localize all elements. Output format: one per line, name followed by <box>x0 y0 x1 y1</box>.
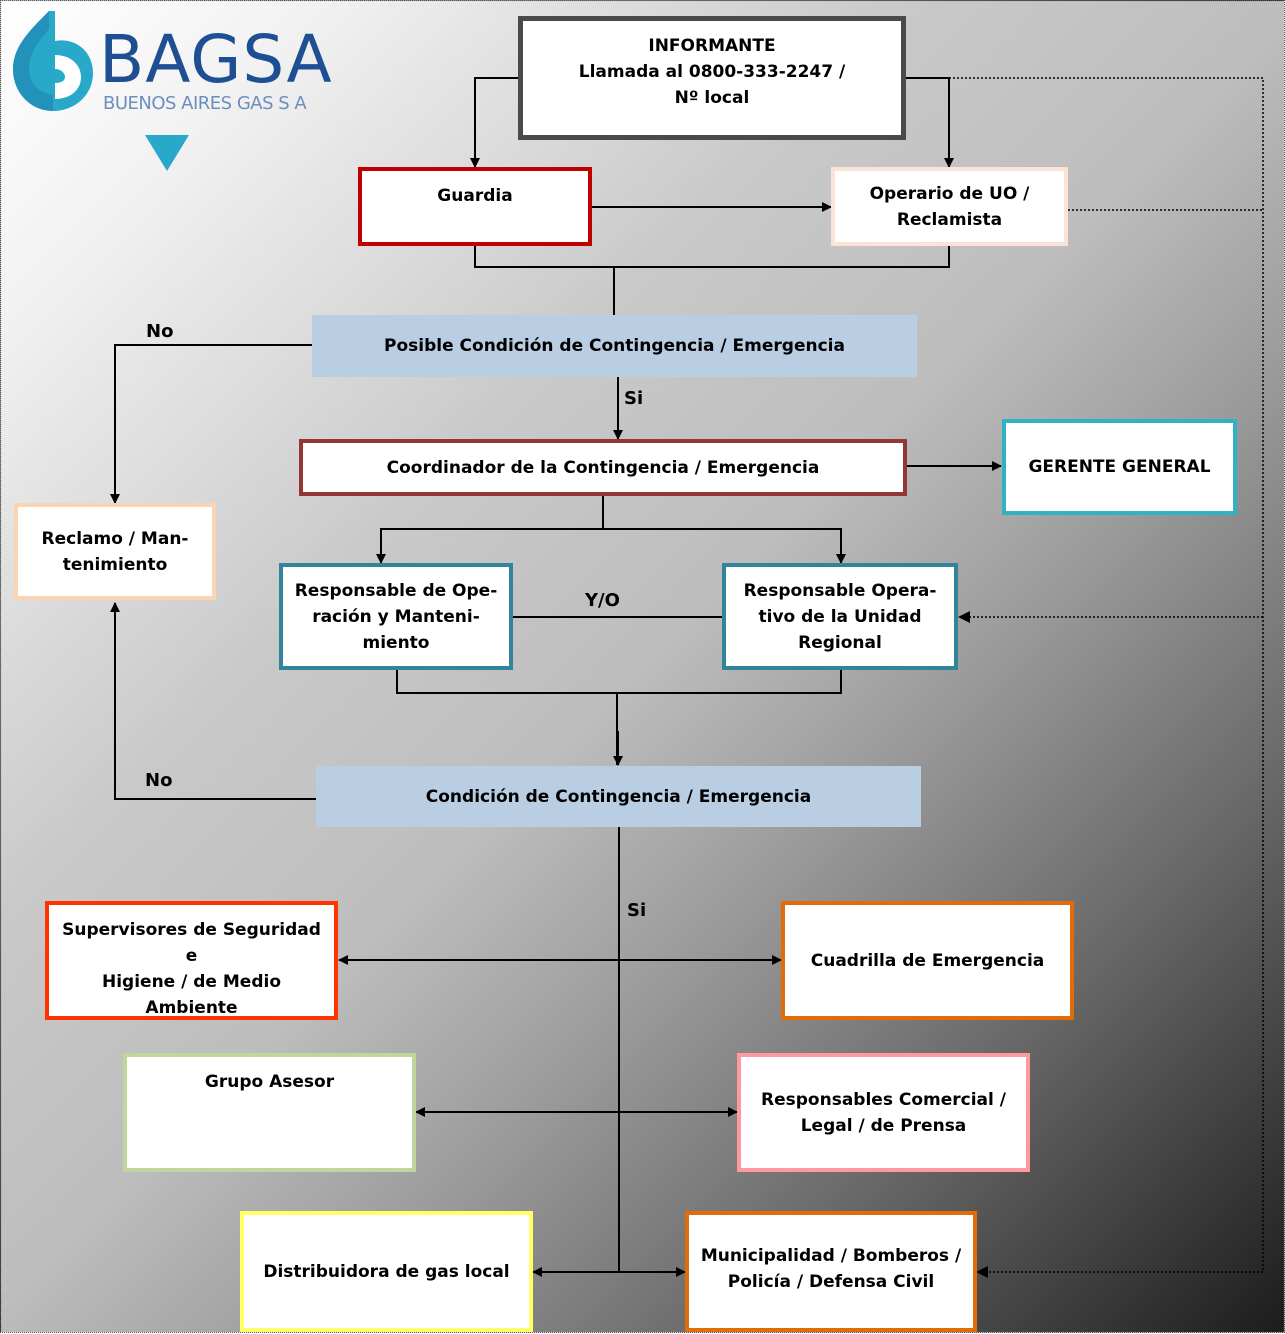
arrowhead-resp-operativo <box>958 611 970 623</box>
node-municipalidad: Municipalidad / Bomberos / Policía / Def… <box>685 1211 977 1332</box>
node-coordinador: Coordinador de la Contingencia / Emergen… <box>299 439 907 496</box>
node-reclamo: Reclamo / Man- tenimiento <box>14 503 216 600</box>
node-distribuidora: Distribuidora de gas local <box>240 1211 533 1332</box>
node-resp-operacion: Responsable de Ope- ración y Manteni- mi… <box>279 563 513 670</box>
logo-triangle-icon <box>145 135 189 171</box>
node-cuadrilla: Cuadrilla de Emergencia <box>781 901 1074 1020</box>
node-grupo-asesor: Grupo Asesor <box>123 1053 416 1172</box>
edge-coordinador-split <box>380 495 842 563</box>
edge-informante-guardia <box>470 77 520 168</box>
edge-dotted-informante <box>905 77 1264 1272</box>
node-comercial: Responsables Comercial / Legal / de Pren… <box>737 1053 1030 1172</box>
edge-posible-reclamo <box>110 344 312 504</box>
edge-informante-operario <box>905 77 954 168</box>
node-gerente-general: GERENTE GENERAL <box>1002 419 1237 515</box>
node-informante: INFORMANTE Llamada al 0800-333-2247 / Nº… <box>518 16 906 140</box>
logo-subtitle: BUENOS AIRES GAS S A <box>103 93 307 114</box>
node-operario: Operario de UO / Reclamista <box>831 167 1068 246</box>
bagsa-logo: BAGSA BUENOS AIRES GAS S A <box>9 7 332 177</box>
node-guardia: Guardia <box>358 167 592 246</box>
arrowhead-municipalidad <box>976 1266 988 1278</box>
label-si-bottom: Si <box>627 900 647 921</box>
label-si-top: Si <box>624 388 644 409</box>
label-no-top: No <box>146 321 174 342</box>
edge-merge-top <box>474 245 950 315</box>
node-resp-operativo: Responsable Opera- tivo de la Unidad Reg… <box>722 563 958 670</box>
label-yo: Y/O <box>585 590 620 611</box>
logo-drop-icon <box>13 11 93 111</box>
node-supervisores: Supervisores de Seguridad e Higiene / de… <box>45 901 338 1020</box>
node-posible-condicion: Posible Condición de Contingencia / Emer… <box>312 315 917 377</box>
label-no-bottom: No <box>145 770 173 791</box>
edge-condicion-reclamo <box>110 602 316 800</box>
node-condicion: Condición de Contingencia / Emergencia <box>316 766 921 827</box>
logo-wordmark: BAGSA <box>99 21 333 98</box>
